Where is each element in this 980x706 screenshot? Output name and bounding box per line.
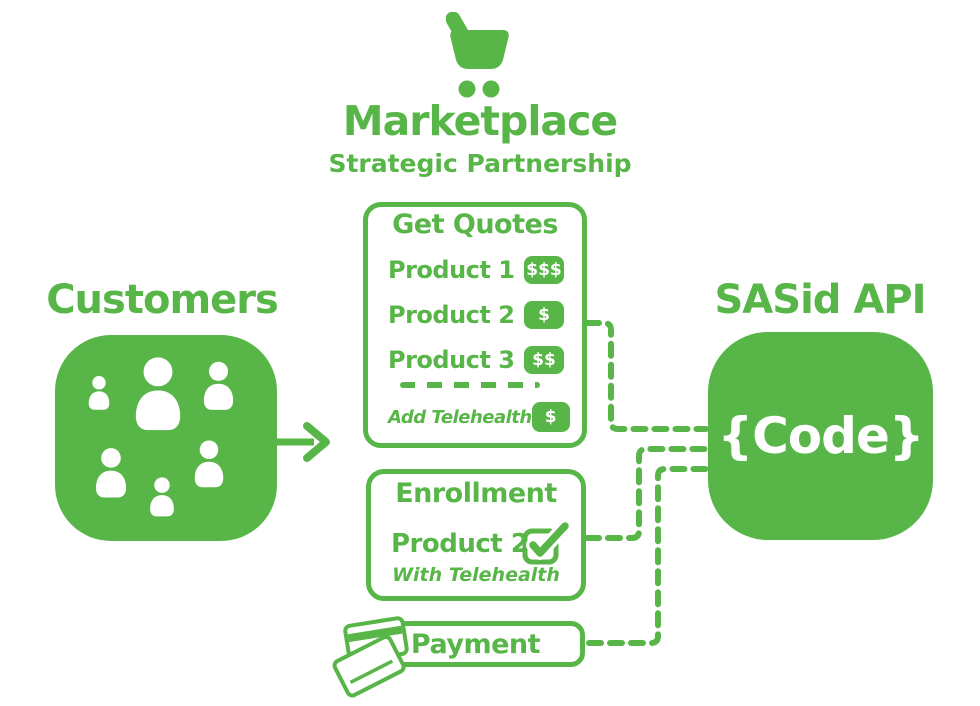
- get-quotes-title: Get Quotes: [392, 209, 558, 240]
- addon-row-telehealth: Add Telehealth $: [388, 401, 570, 433]
- addon-label: Add Telehealth: [388, 406, 532, 428]
- dashed-divider: [400, 382, 540, 388]
- price-badge: $: [524, 301, 564, 329]
- get-quotes-panel: Get Quotes Product 1 $$$ Product 2 $ Pro…: [363, 202, 587, 448]
- person-icon: [194, 440, 224, 488]
- connector-enrollment-to-api: [584, 446, 709, 541]
- cart-icon: [446, 12, 509, 98]
- person-icon: [135, 357, 181, 431]
- product-label: Product 1: [388, 256, 515, 284]
- product-label: Product 2: [388, 301, 515, 329]
- enrollment-title: Enrollment: [395, 478, 557, 509]
- quote-row-product-3: Product 3 $$: [388, 343, 564, 377]
- quote-row-product-1: Product 1 $$$: [388, 253, 564, 287]
- price-badge: $: [531, 402, 570, 432]
- enrollment-panel: Enrollment Product 2 With Telehealth: [366, 469, 586, 601]
- product-label: Product 3: [388, 346, 515, 374]
- sasid-api-heading: SASid API: [714, 277, 927, 323]
- payment-title: Payment: [410, 628, 541, 660]
- enrollment-product: Product 2: [391, 529, 529, 559]
- customers-heading: Customers: [46, 277, 279, 323]
- checkbox-checked-icon: [522, 520, 571, 565]
- person-icon: [88, 375, 110, 410]
- page-title: Marketplace: [342, 97, 618, 145]
- quote-row-product-2: Product 2 $: [388, 298, 564, 332]
- code-text: {Code}: [717, 407, 925, 465]
- person-icon: [203, 361, 234, 410]
- credit-cards-icon: [332, 616, 409, 698]
- enrollment-note: With Telehealth: [392, 564, 560, 586]
- sasid-api-tile: {Code}: [708, 332, 933, 540]
- connector-payment-to-api: [586, 466, 709, 646]
- person-icon: [95, 448, 127, 498]
- page-subtitle: Strategic Partnership: [328, 149, 632, 178]
- connector-quotes-to-api: [584, 320, 709, 432]
- arrow-right-icon: [276, 422, 330, 462]
- person-icon: [150, 477, 174, 517]
- price-badge: $$$: [524, 256, 564, 284]
- customers-tile: [55, 335, 277, 541]
- price-badge: $$: [524, 346, 564, 374]
